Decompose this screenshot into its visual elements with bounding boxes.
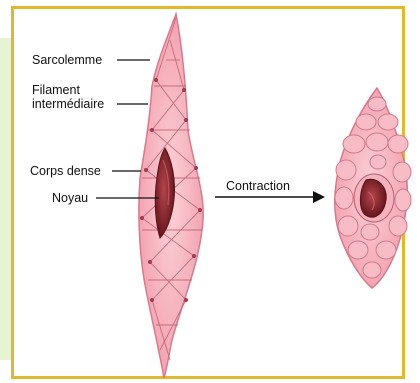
- label-noyau: Noyau: [52, 191, 88, 205]
- label-corps-dense: Corps dense: [30, 164, 101, 178]
- label-sarcolemme: Sarcolemme: [32, 53, 102, 67]
- label-filament-line1: Filament: [32, 83, 80, 97]
- label-filament-line2: intermédiaire: [32, 97, 104, 111]
- label-contraction: Contraction: [226, 179, 290, 193]
